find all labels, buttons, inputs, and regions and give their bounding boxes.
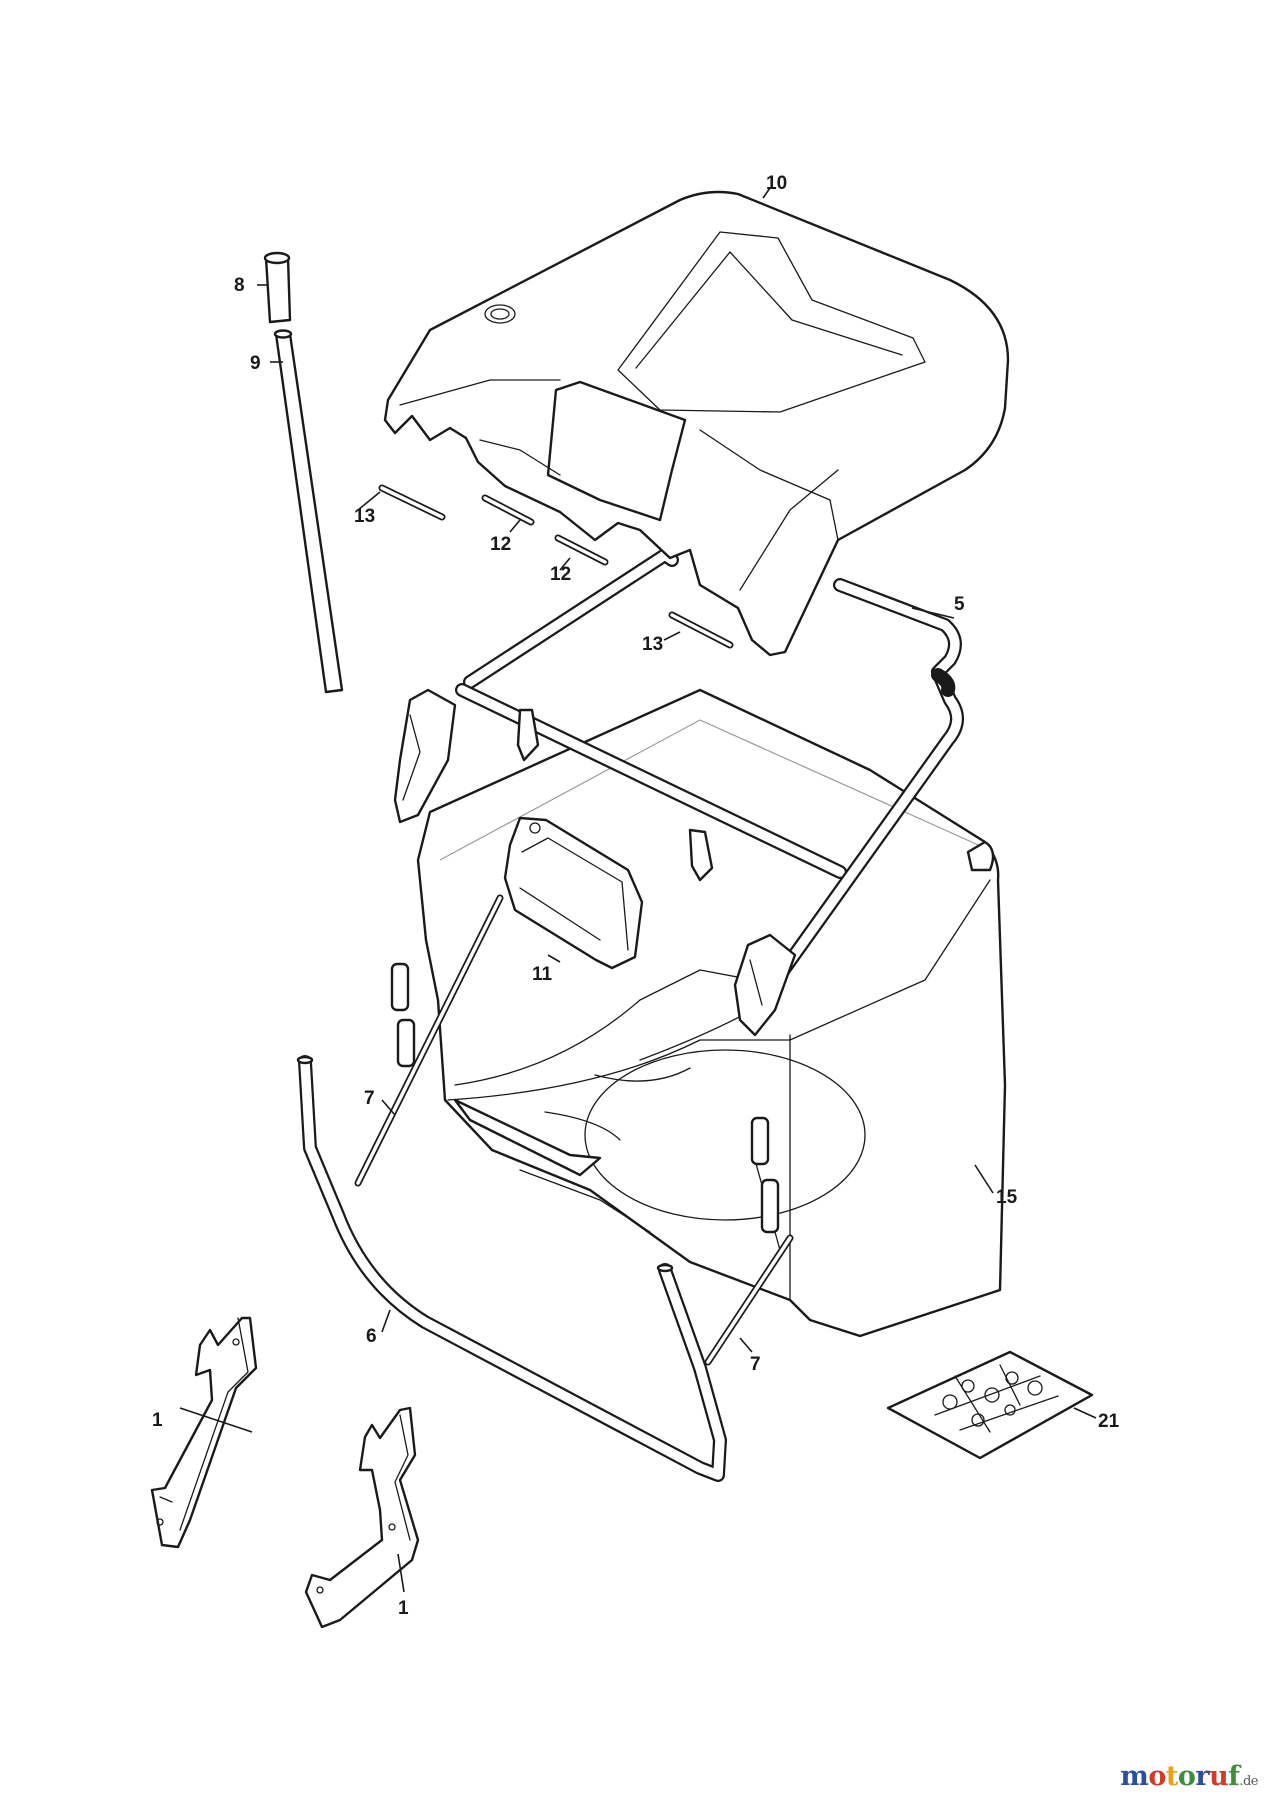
- part-9-handle-tube: [273, 329, 344, 694]
- part-7-rod-left: [354, 894, 504, 1187]
- watermark-letter: o: [1148, 1761, 1166, 1792]
- callout-7-right: 7: [750, 1354, 761, 1375]
- watermark-letter: f: [1228, 1761, 1240, 1792]
- callout-6: 6: [366, 1326, 377, 1347]
- callout-21: 21: [1098, 1411, 1120, 1432]
- callout-8: 8: [234, 275, 245, 296]
- callout-13-lower: 13: [642, 634, 663, 655]
- callout-12-upper: 12: [490, 534, 511, 555]
- callout-12-lower: 12: [550, 564, 571, 585]
- part-11-flap: [503, 816, 644, 970]
- callout-10: 10: [766, 173, 787, 194]
- callout-13-upper: 13: [354, 506, 375, 527]
- part-13-pin-lower: [668, 611, 734, 649]
- part-7-rod-right: [704, 1234, 794, 1366]
- callout-1-left: 1: [152, 1410, 163, 1431]
- callout-7-left: 7: [364, 1088, 375, 1109]
- part-21-hardware-kit: [886, 1350, 1094, 1460]
- leader-lines: [179, 187, 1097, 1593]
- watermark-letter: r: [1195, 1761, 1210, 1792]
- watermark-letter: u: [1209, 1761, 1229, 1792]
- part-10-bag-lid: [383, 190, 1010, 657]
- callout-5: 5: [954, 594, 965, 615]
- part-12-pin-lower: [554, 534, 609, 566]
- callout-11: 11: [532, 964, 553, 985]
- motoruf-watermark-logo: motoruf.de: [1120, 1761, 1258, 1792]
- callout-15: 15: [996, 1187, 1018, 1208]
- watermark-letter: o: [1177, 1761, 1196, 1792]
- watermark-letter: m: [1120, 1761, 1149, 1792]
- callout-9: 9: [250, 353, 261, 374]
- watermark-tld: .de: [1239, 1774, 1258, 1789]
- part-5-upper-frame: [393, 548, 964, 1037]
- part-8-grip-cap: [263, 251, 292, 324]
- part-6-lower-frame: [296, 1055, 727, 1482]
- part-1-bracket-right: [304, 1406, 420, 1629]
- callout-1-right: 1: [398, 1598, 409, 1619]
- part-12-pin-upper: [481, 494, 535, 526]
- part-1-bracket-left: [150, 1316, 258, 1549]
- watermark-letter: t: [1165, 1761, 1178, 1792]
- callout-labels: 1 1 5 6 7 7 8 9 10 11 12 12 13 13 15 21: [152, 173, 1120, 1619]
- part-13-pin-upper: [378, 484, 446, 521]
